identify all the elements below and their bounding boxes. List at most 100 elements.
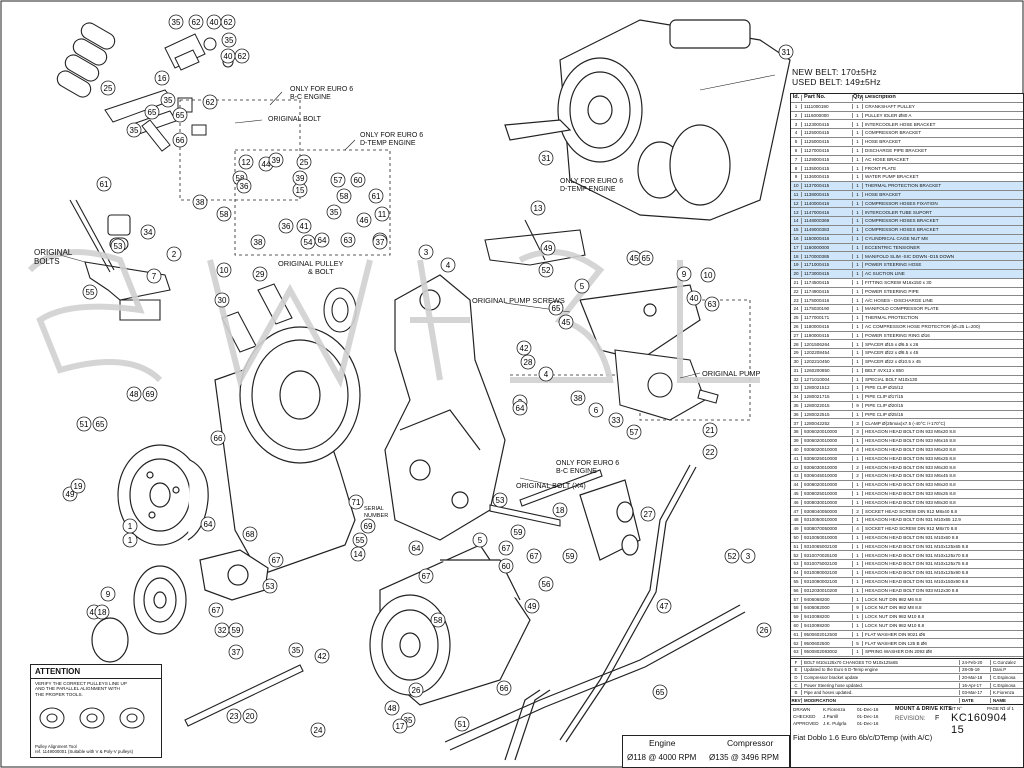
euro6-bc-box [179, 99, 301, 201]
svg-text:65: 65 [96, 420, 105, 429]
title-block: DRAWN K.Fiorenza 01-Dec-16 CHECKED J.Par… [790, 704, 1024, 768]
svg-text:10: 10 [220, 266, 229, 275]
callout-balloon: 56 [538, 576, 554, 592]
callout-balloon: 67 [498, 540, 514, 556]
callout-balloon: 63 [704, 296, 720, 312]
callout-balloon: 59 [510, 524, 526, 540]
callout-balloon: 64 [408, 540, 424, 556]
svg-text:9: 9 [682, 270, 687, 279]
callout-balloon: 37 [372, 234, 388, 250]
svg-text:35: 35 [225, 36, 234, 45]
svg-text:1: 1 [128, 536, 133, 545]
callout-balloon: 60 [350, 172, 366, 188]
callout-balloon: 6 [588, 402, 604, 418]
belt-frequency-info: NEW BELT: 170±5Hz USED BELT: 149±5Hz [792, 67, 881, 87]
callout-balloon: 53 [262, 578, 278, 594]
callout-balloon: 1 [122, 518, 138, 534]
svg-text:49: 49 [528, 602, 537, 611]
svg-text:41: 41 [300, 222, 309, 231]
callout-balloon: 18 [94, 604, 110, 620]
callout-balloon: 16 [154, 70, 170, 86]
svg-text:55: 55 [356, 536, 365, 545]
svg-text:59: 59 [566, 552, 575, 561]
svg-text:2: 2 [172, 250, 177, 259]
svg-text:64: 64 [318, 236, 327, 245]
callout-balloon: 26 [756, 622, 772, 638]
svg-text:67: 67 [272, 556, 281, 565]
callout-balloon: 66 [496, 680, 512, 696]
callout-balloon: 58 [430, 612, 446, 628]
note-original-pump: ORIGINAL PUMP [702, 369, 761, 378]
svg-text:65: 65 [148, 108, 157, 117]
callout-balloon: 34 [140, 224, 156, 240]
svg-text:14: 14 [354, 550, 363, 559]
engine-label: Engine [649, 738, 676, 748]
svg-text:57: 57 [630, 428, 639, 437]
drawn-label: DRAWN [793, 707, 811, 712]
callout-balloon: 49 [540, 240, 556, 256]
svg-text:69: 69 [146, 390, 155, 399]
original-pulley [323, 287, 357, 333]
svg-text:22: 22 [706, 448, 715, 457]
svg-text:62: 62 [206, 98, 215, 107]
callout-balloon: 4 [440, 257, 456, 273]
svg-text:18: 18 [556, 506, 565, 515]
checked-date: 01-Dec-16 [857, 714, 879, 719]
svg-text:60: 60 [502, 562, 511, 571]
callout-balloon: 33 [608, 412, 624, 428]
svg-text:45: 45 [630, 254, 639, 263]
callout-balloon: 7 [146, 268, 162, 284]
svg-text:15: 15 [296, 186, 305, 195]
svg-text:13: 13 [534, 204, 543, 213]
callout-balloon: 54 [300, 234, 316, 250]
callout-balloon: 32 [214, 622, 230, 638]
svg-text:36: 36 [240, 182, 249, 191]
svg-text:64: 64 [412, 544, 421, 553]
callout-balloon: 57 [330, 172, 346, 188]
svg-text:30: 30 [218, 296, 227, 305]
svg-text:64: 64 [516, 404, 525, 413]
svg-text:58: 58 [340, 192, 349, 201]
callout-balloon: 52 [538, 262, 554, 278]
callout-balloon: 38 [250, 234, 266, 250]
svg-text:18: 18 [98, 608, 107, 617]
note-original-bolt-top: ORIGINAL BOLT [268, 116, 321, 123]
svg-text:7: 7 [152, 272, 157, 281]
callout-balloon: 68 [242, 526, 258, 542]
svg-text:61: 61 [372, 192, 381, 201]
spacers [221, 283, 293, 353]
svg-text:4: 4 [544, 370, 549, 379]
svg-text:58: 58 [434, 616, 443, 625]
svg-text:52: 52 [728, 552, 737, 561]
svg-text:67: 67 [502, 544, 511, 553]
svg-text:65: 65 [656, 688, 665, 697]
callout-balloon: 24 [310, 722, 326, 738]
application-title: Fiat Doblo 1.6 Euro 6b/c/DTemp (with A/C… [793, 733, 933, 742]
svg-text:62: 62 [224, 18, 233, 27]
callout-balloon: 21 [702, 422, 718, 438]
svg-text:67: 67 [212, 606, 221, 615]
svg-text:58: 58 [220, 210, 229, 219]
svg-text:65: 65 [552, 304, 561, 313]
svg-text:16: 16 [158, 74, 167, 83]
callout-balloon: 10 [216, 262, 232, 278]
